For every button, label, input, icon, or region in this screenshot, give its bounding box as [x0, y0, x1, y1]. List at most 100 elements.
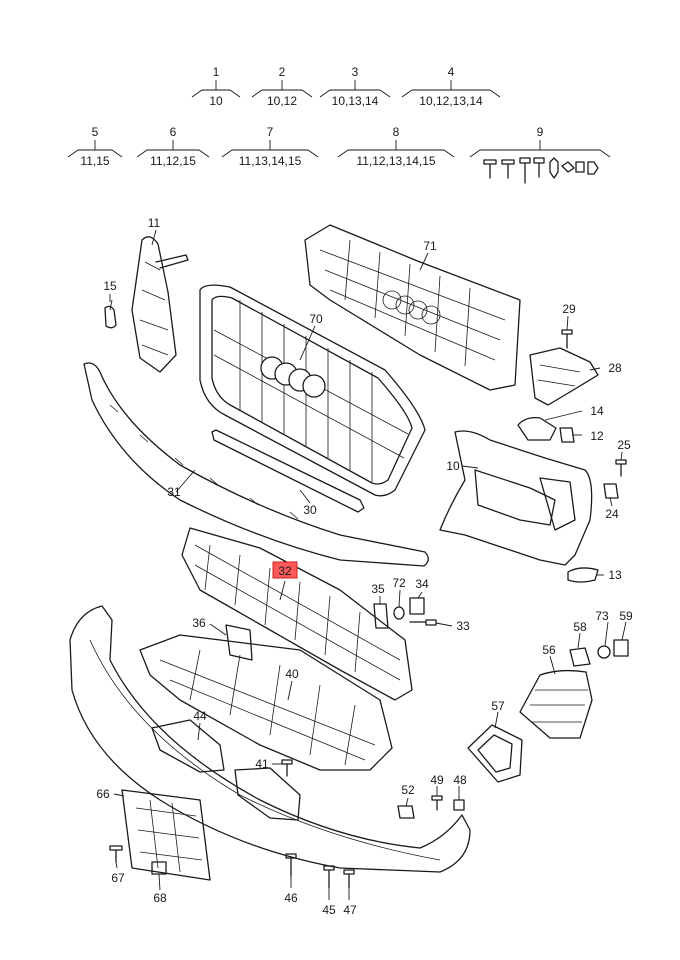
fog-lamp-grille[interactable] — [519, 669, 593, 739]
callout-68[interactable]: 68 — [153, 891, 167, 905]
license-bracket-tab[interactable] — [225, 624, 253, 661]
callout-40[interactable]: 40 — [285, 667, 299, 681]
variant-components: 10,13,14 — [332, 94, 379, 108]
side-mounting-bracket[interactable] — [529, 347, 599, 406]
carrier-bolt[interactable] — [409, 619, 437, 626]
callout-73[interactable]: 73 — [595, 609, 609, 623]
callout-29[interactable]: 29 — [562, 302, 576, 316]
variant-number: 3 — [352, 65, 359, 79]
sensor-ring[interactable] — [597, 645, 611, 659]
variant-group-2[interactable]: 2 10,12 — [251, 65, 313, 108]
skin-screw[interactable] — [431, 795, 443, 811]
callout-31[interactable]: 31 — [167, 485, 181, 499]
reflector-cover[interactable] — [517, 417, 557, 441]
variant-components: 10 — [209, 94, 223, 108]
variant-group-5[interactable]: 5 11,15 — [67, 125, 123, 168]
callout-49[interactable]: 49 — [430, 773, 444, 787]
callout-56[interactable]: 56 — [542, 643, 556, 657]
fog-lamp-trim-ring[interactable] — [467, 724, 523, 783]
variant-group-3[interactable]: 3 10,13,14 — [319, 65, 391, 108]
variant-components: 11,12,13,14,15 — [356, 154, 436, 168]
callout-59[interactable]: 59 — [619, 609, 633, 623]
variant-group-9[interactable]: 9 — [469, 125, 611, 184]
variant-group-8[interactable]: 8 11,12,13,14,15 — [337, 125, 455, 168]
spacer-washer[interactable] — [393, 606, 405, 620]
license-plate-holder[interactable] — [121, 789, 211, 881]
sensor-holder[interactable] — [569, 647, 591, 667]
variant-number: 8 — [393, 125, 400, 139]
bumper-screw-46[interactable] — [285, 853, 297, 877]
callout-72[interactable]: 72 — [392, 576, 406, 590]
callout-46[interactable]: 46 — [284, 891, 298, 905]
retaining-clip[interactable] — [397, 805, 415, 819]
rubber-buffer[interactable] — [409, 597, 425, 615]
callout-12[interactable]: 12 — [590, 429, 604, 443]
reflector-clip[interactable] — [559, 427, 575, 443]
callout-11[interactable]: 11 — [148, 216, 161, 230]
left-grille-side-bracket[interactable] — [131, 236, 189, 373]
leader-lines — [109, 229, 627, 900]
callout-36[interactable]: 36 — [192, 616, 206, 630]
callout-67[interactable]: 67 — [111, 871, 125, 885]
fastener-set-icon — [483, 157, 599, 184]
plate-clip[interactable] — [151, 861, 167, 875]
callout-44[interactable]: 44 — [193, 709, 207, 723]
callout-48[interactable]: 48 — [453, 773, 467, 787]
callout-10[interactable]: 10 — [446, 459, 460, 473]
bumper-screw-47[interactable] — [343, 869, 355, 889]
callout-28[interactable]: 28 — [608, 361, 622, 375]
callout-47[interactable]: 47 — [343, 903, 357, 917]
tow-eye-cap-left[interactable] — [104, 299, 117, 329]
side-cover-clip[interactable] — [603, 483, 619, 499]
tow-eye-cap-right[interactable] — [567, 567, 599, 583]
callout-labels: 11 15 70 71 29 28 14 12 25 10 24 13 31 3… — [96, 216, 633, 917]
variant-number: 2 — [279, 65, 286, 79]
variant-group-4[interactable]: 4 10,12,13,14 — [401, 65, 501, 108]
callout-52[interactable]: 52 — [401, 783, 415, 797]
callout-30[interactable]: 30 — [303, 503, 317, 517]
callout-58[interactable]: 58 — [573, 620, 587, 634]
variant-components: 11,13,14,15 — [239, 154, 302, 168]
callout-34[interactable]: 34 — [415, 577, 429, 591]
callout-14[interactable]: 14 — [590, 404, 604, 418]
variant-group-6[interactable]: 6 11,12,15 — [136, 125, 210, 168]
callout-41[interactable]: 41 — [255, 757, 269, 771]
grille-chrome-strip[interactable] — [211, 429, 365, 513]
bracket-screw[interactable] — [561, 329, 573, 349]
variant-number: 7 — [267, 125, 274, 139]
side-cover-screw[interactable] — [615, 459, 627, 477]
callout-45[interactable]: 45 — [322, 903, 336, 917]
variant-components: 10,12,13,14 — [419, 94, 483, 108]
right-bumper-side-cover[interactable] — [439, 430, 593, 566]
variant-number: 1 — [213, 65, 220, 79]
lower-mounting-brackets[interactable] — [151, 719, 301, 821]
callout-32[interactable]: 32 — [278, 564, 292, 578]
bumper-screw-45[interactable] — [323, 865, 335, 889]
callout-71[interactable]: 71 — [423, 239, 437, 253]
mounting-clip[interactable] — [373, 603, 389, 629]
variant-components: 11,15 — [80, 154, 109, 168]
skin-nut[interactable] — [453, 799, 465, 811]
variant-group-1[interactable]: 1 10 — [191, 65, 241, 108]
callout-24[interactable]: 24 — [605, 507, 619, 521]
parking-sensor[interactable] — [613, 639, 629, 657]
callout-15[interactable]: 15 — [103, 279, 117, 293]
callout-33[interactable]: 33 — [456, 619, 470, 633]
front-bumper-lower-skin[interactable] — [69, 605, 471, 873]
callout-57[interactable]: 57 — [491, 699, 505, 713]
callout-66[interactable]: 66 — [96, 787, 110, 801]
callout-35[interactable]: 35 — [371, 582, 385, 596]
variant-group-7[interactable]: 7 11,13,14,15 — [221, 125, 319, 168]
plate-screw[interactable] — [109, 845, 123, 863]
lower-trim-strip[interactable] — [83, 362, 429, 567]
variant-components: 10,12 — [267, 94, 297, 108]
guard-screw[interactable] — [281, 759, 293, 777]
underbody-guard[interactable] — [139, 634, 393, 771]
radiator-grille[interactable] — [199, 284, 426, 497]
callout-13[interactable]: 13 — [608, 568, 622, 582]
callout-70[interactable]: 70 — [309, 312, 323, 326]
lower-grille-carrier[interactable] — [181, 527, 413, 701]
callout-25[interactable]: 25 — [617, 438, 631, 452]
upper-grille-carrier[interactable] — [304, 224, 521, 391]
